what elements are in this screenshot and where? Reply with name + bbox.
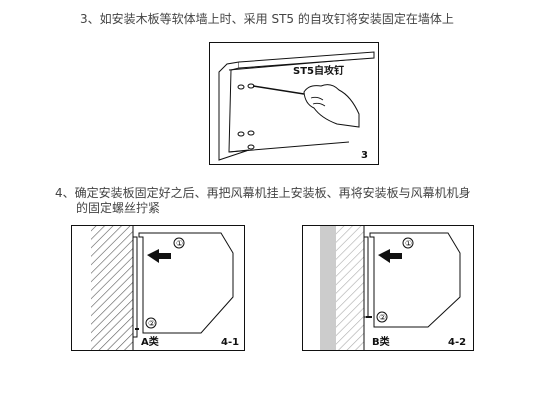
marker-1: ① (405, 239, 412, 248)
screw-label: ST5自攻钉 (293, 64, 344, 77)
figure-4-2-illustration: ① ② B类 4-2 (302, 225, 474, 351)
step-3-instruction: 3、如安装木板等软体墙上时、采用 ST5 的自攻钉将安装固定在墙体上 (80, 12, 454, 26)
figure-3-illustration: ST5自攻钉 3 (209, 42, 379, 165)
figure-4-1-illustration: ① ② A类 4-1 (71, 225, 245, 351)
type-label: A类 (141, 335, 159, 348)
figure-number: 4-1 (221, 337, 239, 348)
marker-2: ② (148, 319, 155, 328)
step-4-line-2: 的固定螺丝拧紧 (76, 201, 161, 215)
type-label: B类 (372, 335, 390, 348)
figure-3-screw-install: ST5自攻钉 3 (209, 42, 379, 165)
figure-number: 3 (361, 150, 368, 161)
figure-4-1-type-a: ① ② A类 4-1 (71, 225, 245, 351)
marker-1: ① (176, 239, 183, 248)
step-4-instruction: 4、确定安装板固定好之后、再把风幕机挂上安装板、再将安装板与风幕机机身 的固定螺… (55, 186, 471, 216)
step-4-line-1: 4、确定安装板固定好之后、再把风幕机挂上安装板、再将安装板与风幕机机身 (55, 186, 471, 200)
figure-number: 4-2 (448, 337, 466, 348)
marker-2: ② (379, 313, 386, 322)
figure-4-2-type-b: ① ② B类 4-2 (302, 225, 474, 351)
